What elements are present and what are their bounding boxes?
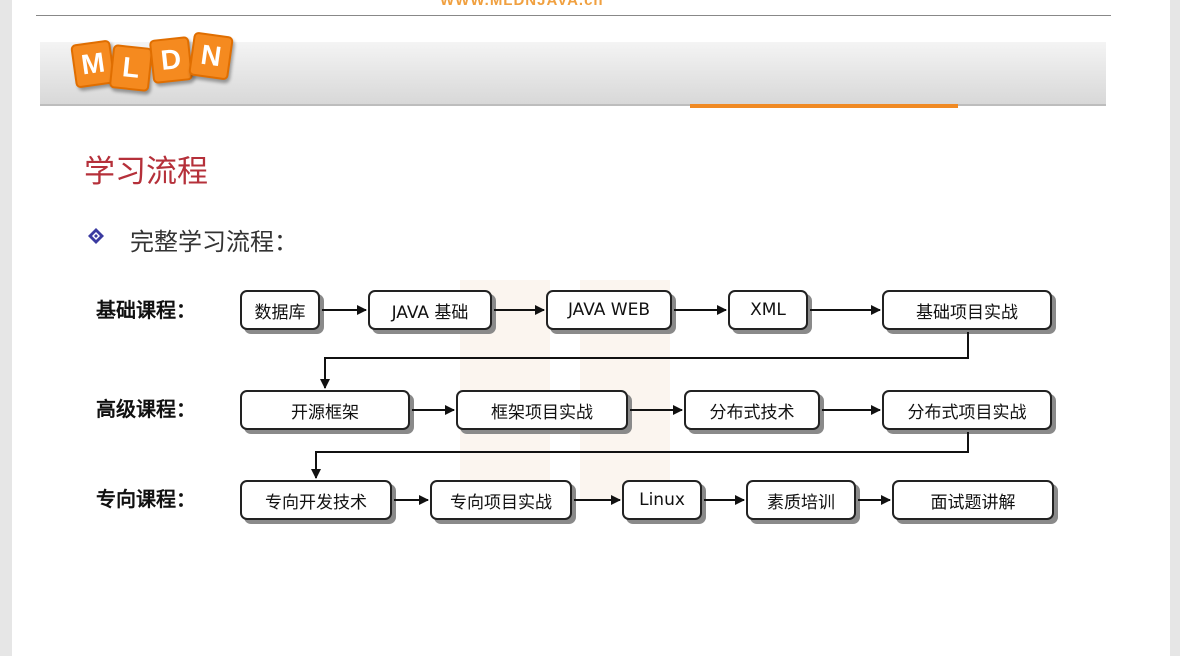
row-label-basic: 基础课程： [96,298,196,322]
node-distributed-project: 分布式项目实战 [882,390,1052,430]
node-framework-project: 框架项目实战 [456,390,628,430]
logo-letter: D [148,36,194,84]
header-url-text: WWW.MLDNJAVA.cn [440,0,740,8]
banner-accent-bar [690,104,958,108]
node-interview-prep: 面试题讲解 [892,480,1054,520]
node-distributed-tech: 分布式技术 [684,390,820,430]
node-java-web: JAVA WEB [546,290,672,330]
header-divider [36,15,1111,16]
logo-letter: N [188,31,234,81]
node-soft-skills: 素质培训 [746,480,856,520]
diamond-bullet-icon [88,228,104,244]
row-label-advanced: 高级课程： [96,397,196,421]
node-specialized-project: 专向项目实战 [430,480,572,520]
row-label-specialized: 专向课程： [96,487,196,511]
node-database: 数据库 [240,290,320,330]
mldn-logo: M L D N [70,31,243,94]
slide-subtitle: 完整学习流程： [130,228,298,256]
logo-letter: L [108,44,154,92]
node-linux: Linux [622,480,702,520]
node-xml: XML [728,290,808,330]
node-basic-project: 基础项目实战 [882,290,1052,330]
node-specialized-tech: 专向开发技术 [240,480,392,520]
slide-title: 学习流程 [84,154,208,190]
node-java-basics: JAVA 基础 [368,290,492,330]
node-open-source-frameworks: 开源框架 [240,390,410,430]
